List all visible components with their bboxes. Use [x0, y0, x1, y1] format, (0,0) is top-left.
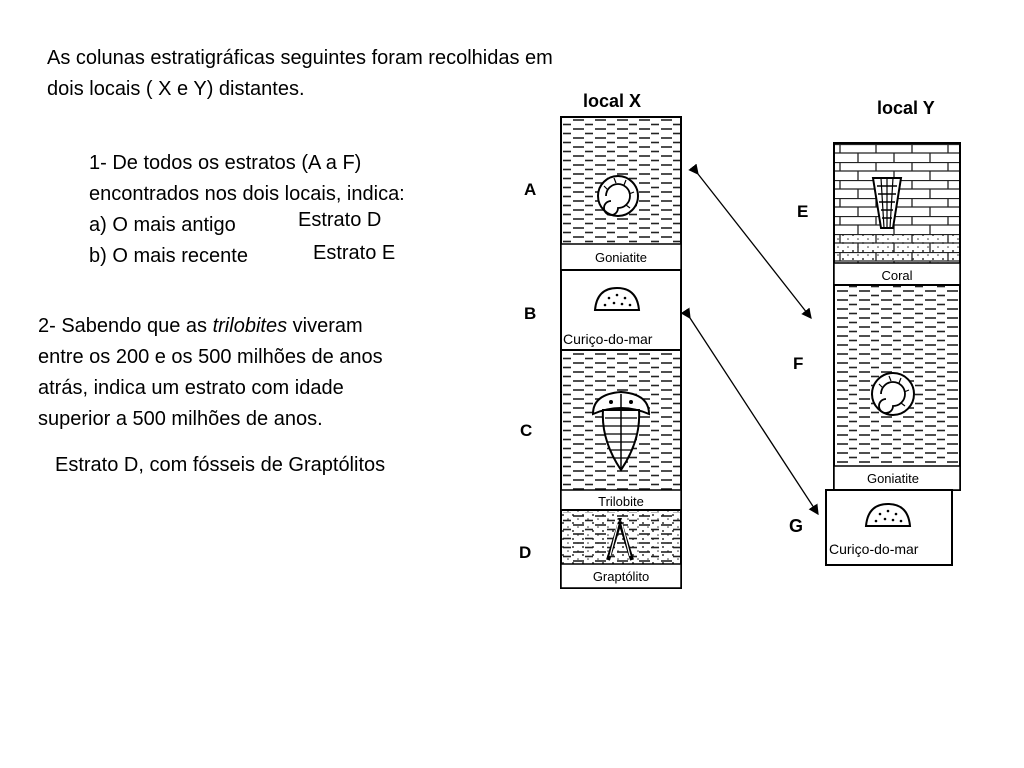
- stratum-g: [825, 489, 953, 566]
- question-2-suffix: viveram: [287, 315, 363, 337]
- sea-urchin-icon: [593, 286, 641, 311]
- fossil-label-coral: Coral: [881, 268, 912, 283]
- fossil-label-trilobite: Trilobite: [598, 494, 644, 509]
- stratum-label-d: D: [519, 543, 531, 562]
- question-2-line-4: superior a 500 milhões de anos.: [38, 408, 323, 430]
- column-y-title: local Y: [877, 98, 935, 118]
- question-2-line-1: 2- Sabendo que as trilobites viveram: [38, 311, 363, 341]
- question-2-line-2: entre os 200 e os 500 milhões de anos: [38, 346, 383, 368]
- question-1-item-b: b) O mais recente: [89, 245, 248, 267]
- stratum-label-g: G: [789, 516, 803, 536]
- answer-a: Estrato D: [298, 209, 382, 231]
- fossil-label-sea-urchin-y: Curiço-do-mar: [829, 541, 919, 557]
- intro-line-2: dois locais ( X e Y) distantes.: [47, 78, 305, 100]
- answer-b: Estrato E: [313, 242, 396, 264]
- intro-line-1: As colunas estratigráficas seguintes for…: [47, 47, 553, 69]
- fossil-label-goniatite-x: Goniatite: [595, 250, 647, 265]
- fossil-label-sea-urchin-x: Curiço-do-mar: [563, 331, 653, 347]
- stratum-d-label-band: [560, 563, 682, 589]
- fossil-label-graptolite: Graptólito: [593, 569, 649, 584]
- question-1-item-a: a) O mais antigo: [89, 214, 236, 236]
- stratum-label-b: B: [524, 304, 536, 323]
- stratum-label-c: C: [520, 421, 532, 440]
- stratum-label-e: E: [797, 202, 808, 221]
- correlation-arrow-a-f: [688, 163, 812, 320]
- goniatite-icon: [597, 175, 639, 217]
- stratum-f-label-band: [833, 465, 961, 491]
- goniatite-icon: [871, 372, 915, 416]
- sea-urchin-icon: [864, 502, 912, 527]
- stratum-label-f: F: [793, 354, 803, 373]
- coral-icon: [871, 177, 903, 229]
- column-x-title: local X: [583, 91, 641, 111]
- graptolite-icon: [606, 518, 634, 561]
- stratum-label-a: A: [524, 180, 536, 199]
- question-2-answer: Estrato D, com fósseis de Graptólitos: [55, 454, 386, 476]
- stratum-e-dotted-band: [835, 235, 959, 263]
- fossil-label-goniatite-y: Goniatite: [867, 471, 919, 486]
- question-2-prefix: 2- Sabendo que as: [38, 315, 213, 337]
- correlation-arrow-b-g: [680, 307, 819, 516]
- question-2-italic: trilobites: [212, 315, 288, 337]
- question-1-line-1: 1- De todos os estratos (A a F): [89, 152, 362, 174]
- trilobite-icon: [591, 390, 651, 472]
- question-1-line-2: encontrados nos dois locais, indica:: [89, 183, 405, 205]
- question-2-line-3: atrás, indica um estrato com idade: [38, 377, 344, 399]
